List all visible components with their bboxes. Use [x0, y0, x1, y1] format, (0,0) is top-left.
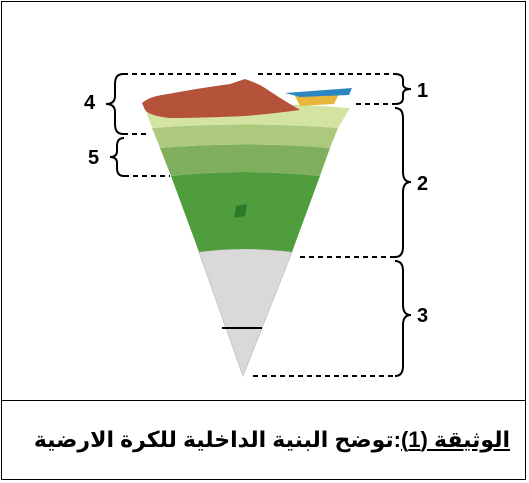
brace-3: [394, 260, 412, 377]
green-blob: [234, 204, 247, 218]
brace-2: [394, 107, 412, 258]
ocean-patch: [285, 88, 352, 97]
mid-mantle-layer: [160, 144, 330, 176]
core-layer: [198, 248, 293, 378]
crust-layer: [142, 79, 300, 118]
earth-structure-diagram: 4 5 1 2 3: [84, 73, 428, 378]
caption-text: توضح البنية الداخلية للكرة الارضية: [33, 427, 394, 452]
label-2: 2: [417, 173, 428, 195]
guide-lines: [123, 73, 395, 377]
label-5: 5: [88, 147, 99, 169]
label-4: 4: [84, 92, 96, 114]
upper-mantle-mid-layer: [152, 124, 338, 148]
label-3: 3: [417, 305, 428, 327]
brace-1: [394, 73, 412, 105]
document-caption: الوثيقة (1):توضح البنية الداخلية للكرة ا…: [1, 401, 526, 479]
label-1: 1: [417, 80, 428, 102]
brace-5: [109, 137, 125, 177]
caption-colon: :: [393, 427, 401, 452]
brace-4: [105, 73, 124, 135]
caption-divider: [1, 400, 526, 401]
document-reference: الوثيقة (1): [400, 427, 510, 452]
